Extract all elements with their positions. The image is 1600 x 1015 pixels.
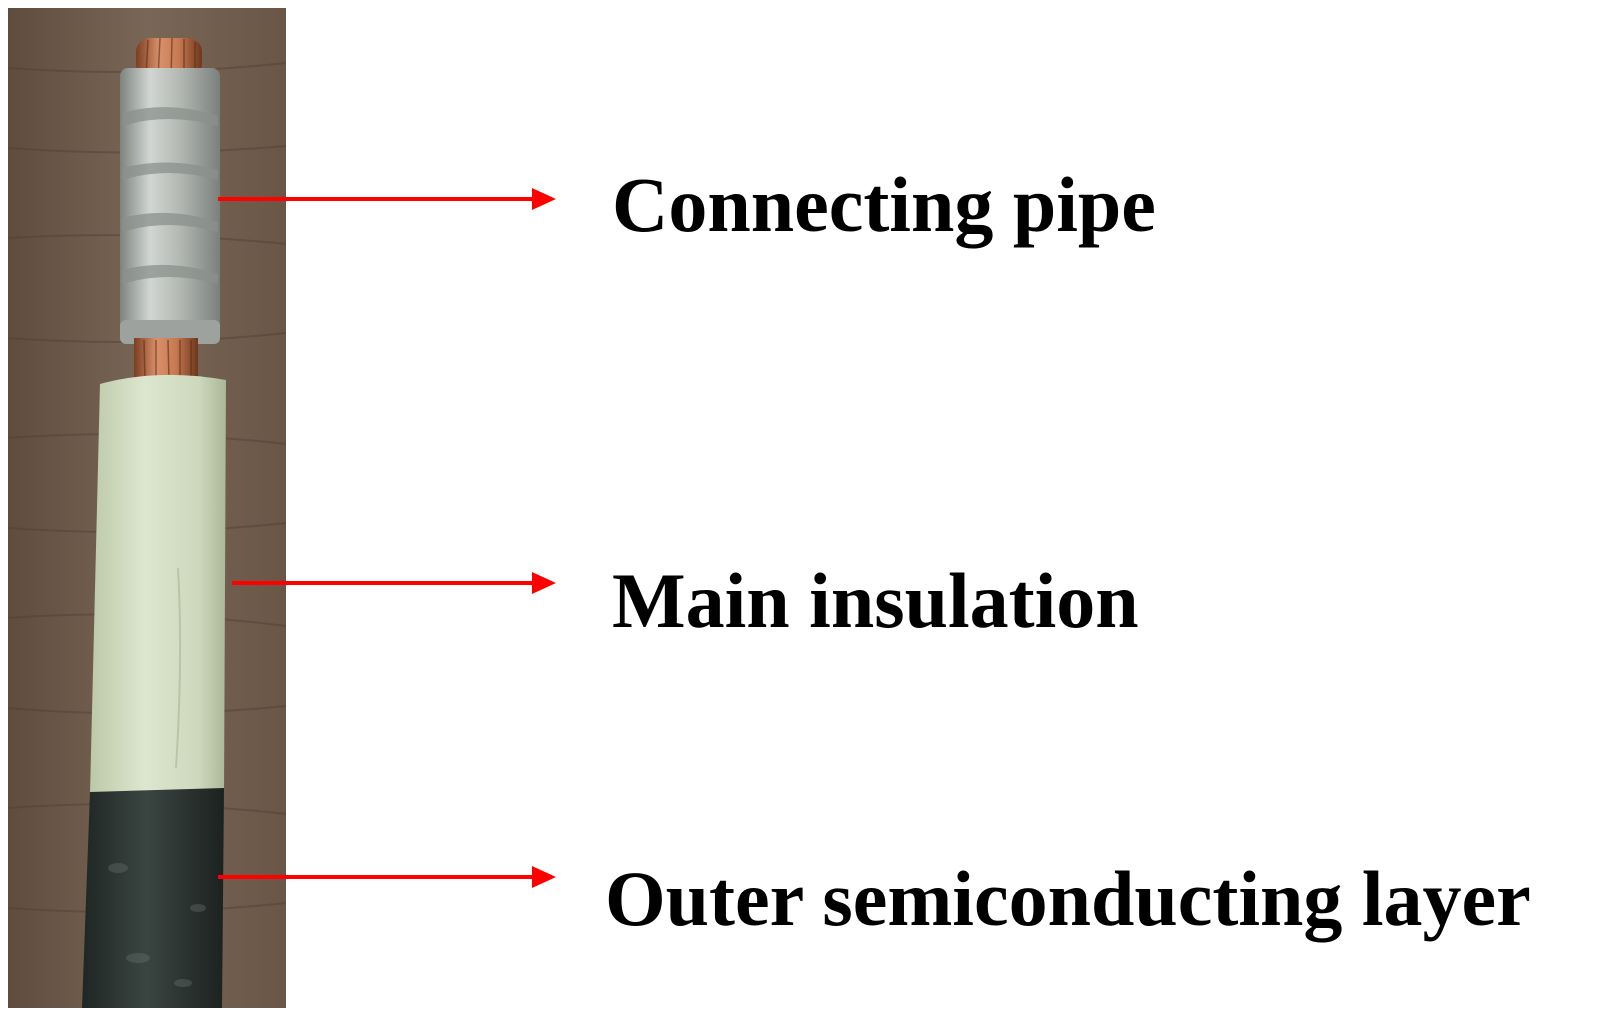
label-connecting-pipe: Connecting pipe bbox=[612, 161, 1156, 248]
label-outer-semiconducting-layer: Outer semiconducting layer bbox=[605, 855, 1531, 942]
cable-sample-photo bbox=[8, 8, 286, 1008]
outer-semiconducting-layer-shape bbox=[82, 788, 224, 1008]
label-main-insulation: Main insulation bbox=[612, 557, 1139, 644]
main-insulation-shape bbox=[90, 374, 226, 794]
